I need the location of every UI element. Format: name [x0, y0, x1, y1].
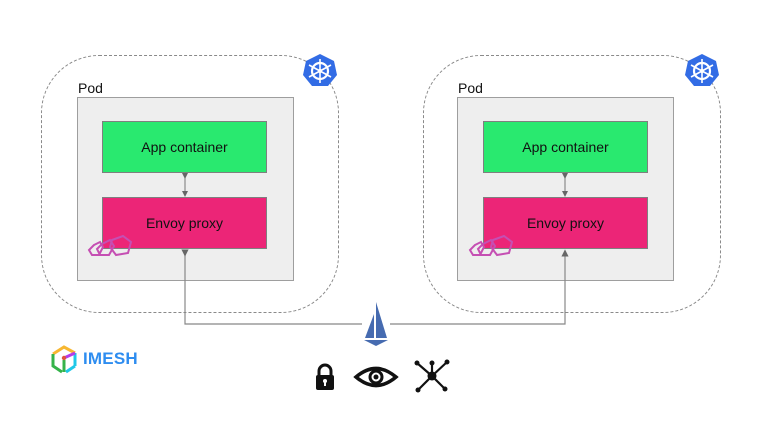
- envoy-icon: [87, 235, 133, 257]
- kubernetes-icon: [303, 54, 337, 86]
- mesh-link: [390, 249, 569, 325]
- node-boundary-left: [41, 55, 339, 313]
- node-boundary-right: [423, 55, 721, 313]
- app-container-left: App container: [102, 121, 267, 173]
- app-container-label: App container: [522, 139, 609, 155]
- lock-icon: [316, 363, 334, 390]
- envoy-icon: [468, 235, 514, 257]
- app-container-label: App container: [141, 139, 228, 155]
- kubernetes-icon: [685, 54, 719, 86]
- app-container-right: App container: [483, 121, 648, 173]
- pod-label-right: Pod: [458, 80, 483, 96]
- network-topology-icon: [414, 359, 450, 393]
- envoy-proxy-label: Envoy proxy: [526, 215, 605, 231]
- istio-icon: [364, 302, 388, 346]
- mesh-link: [181, 249, 362, 325]
- imesh-logo-icon: [51, 345, 77, 374]
- imesh-logo-text: IMESH: [83, 349, 138, 368]
- envoy-proxy-left: Envoy proxy: [102, 197, 267, 249]
- pod-label-left: Pod: [78, 80, 103, 96]
- envoy-proxy-label: Envoy proxy: [145, 215, 224, 231]
- eye-icon: [353, 366, 399, 388]
